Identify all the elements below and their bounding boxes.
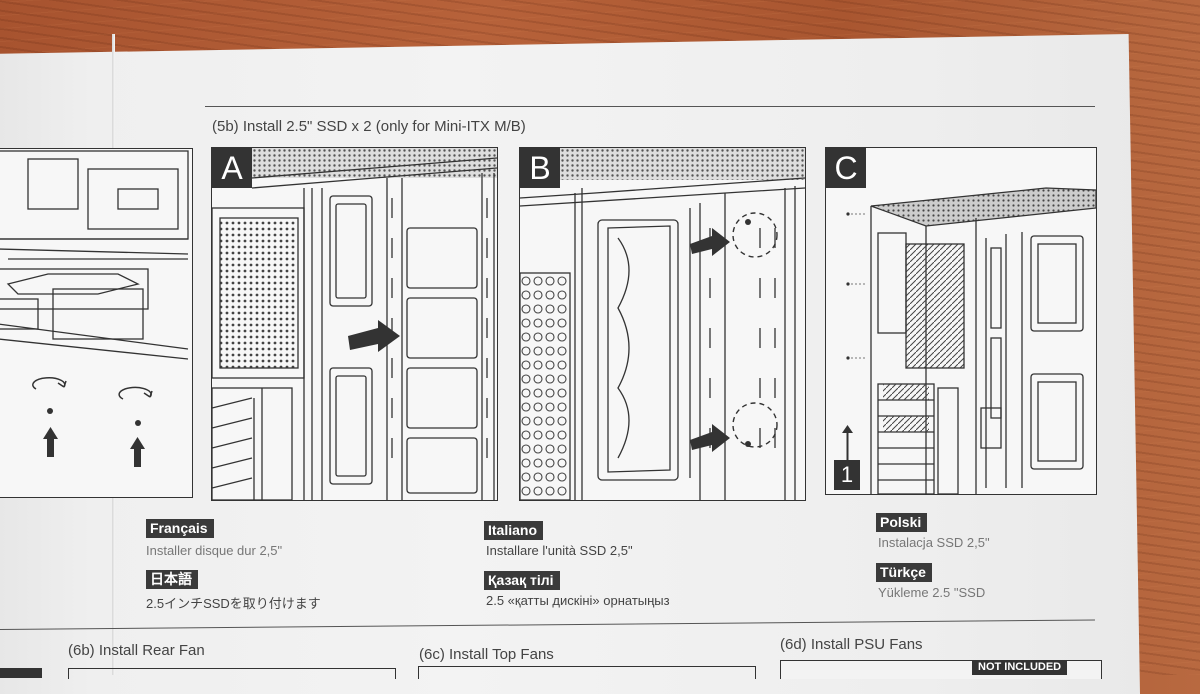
insert-arrow-top [690, 228, 730, 256]
panel-tag-a: A [212, 148, 252, 188]
step-6d-title: (6d) Install PSU Fans [780, 636, 923, 653]
lang-text-polish: Instalacja SSD 2,5" [878, 535, 990, 550]
lang-label-kazakh: Қазақ тілі [484, 571, 560, 590]
lang-label-french: Français [146, 519, 214, 538]
step-6b-frame-edge [68, 668, 396, 679]
step-6c-frame-edge [418, 666, 756, 679]
ssd-bracket-drawing-a [212, 148, 497, 500]
lang-text-kazakh: 2.5 «қатты дискіні» орнатыңыз [486, 593, 670, 608]
panel-tag-b: B [520, 148, 560, 188]
lang-text-japanese: 2.5インチSSDを取り付けます [146, 596, 321, 611]
ssd-bracket-drawing-b [520, 148, 805, 500]
lang-text-turkish: Yükleme 2.5 "SSD [878, 585, 986, 600]
section-divider-top [205, 106, 1095, 107]
lang-label-polish: Polski [876, 513, 928, 532]
lang-label-japanese: 日本語 [146, 570, 198, 589]
insert-arrow-bottom [690, 424, 730, 452]
lang-text-italian: Installare l'unità SSD 2,5" [486, 543, 633, 558]
left-cropped-badge [0, 668, 42, 678]
case-overview-drawing-c [842, 187, 1096, 494]
insert-arrow [348, 320, 400, 352]
panel-b: B [519, 147, 806, 501]
lang-label-turkish: Türkçe [876, 563, 932, 582]
step-6b-title: (6b) Install Rear Fan [68, 642, 205, 659]
panel-a: A [211, 147, 498, 501]
step-6c-title: (6c) Install Top Fans [419, 646, 554, 663]
hdd-cage-drawing [0, 150, 189, 467]
step-5b-title: (5b) Install 2.5" SSD x 2 (only for Mini… [212, 118, 526, 135]
previous-step-illustration [0, 148, 193, 498]
step-marker-1: 1 [834, 460, 860, 490]
panel-c: C 1 [825, 147, 1097, 495]
lang-label-italian: Italiano [484, 521, 544, 540]
lang-text-french: Installer disque dur 2,5" [146, 543, 283, 558]
panel-tag-c: C [826, 148, 866, 188]
not-included-badge: NOT INCLUDED [972, 660, 1068, 675]
